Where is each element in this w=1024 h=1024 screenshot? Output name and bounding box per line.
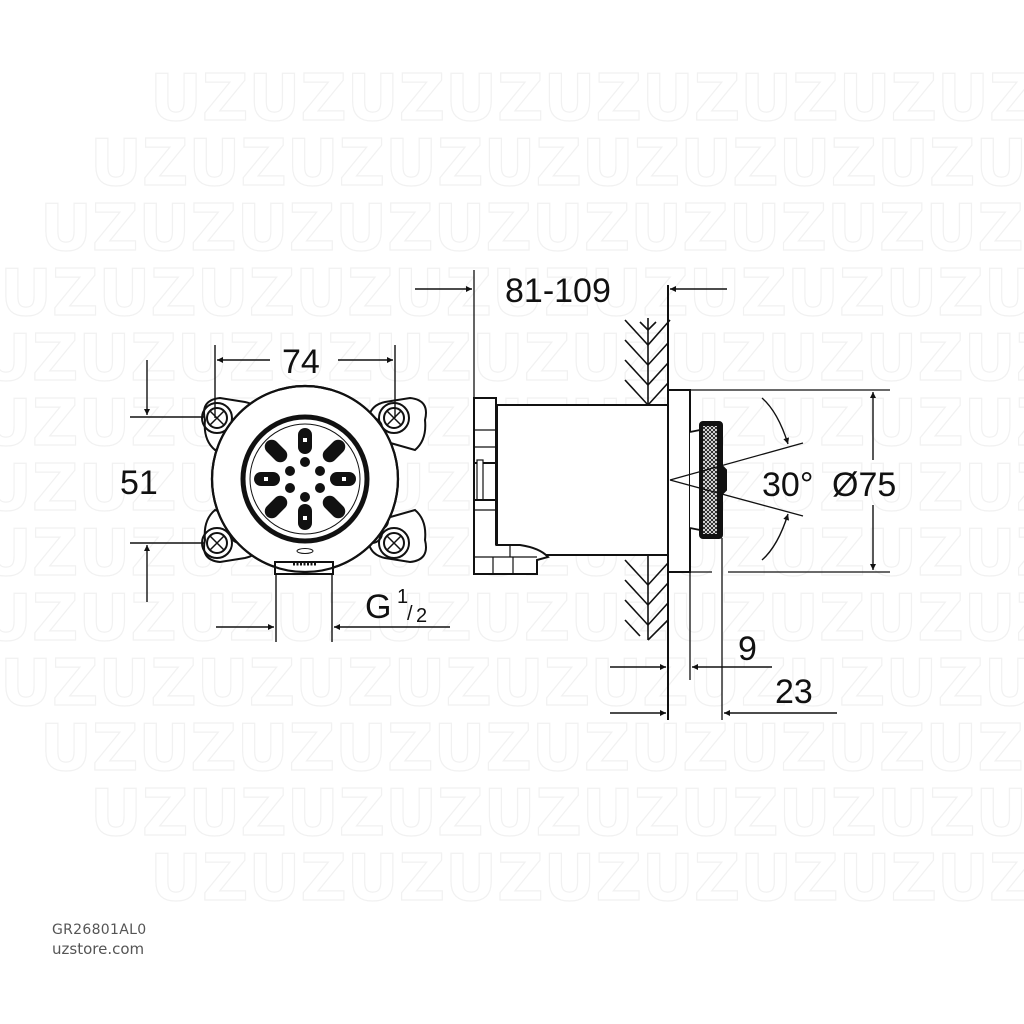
spray-angle-lines xyxy=(669,442,804,517)
nozzle-highlights xyxy=(264,438,346,520)
spray-nozzles-outer xyxy=(254,428,356,530)
dimension-wall-range: 81-109 xyxy=(505,272,611,310)
brand-logo xyxy=(293,548,317,566)
nozzle-ring xyxy=(240,414,370,544)
dimension-diameter: Ø75 xyxy=(832,466,896,504)
store-website: uzstore.com xyxy=(52,940,145,958)
footer: GR26801AL0 uzstore.com xyxy=(52,921,146,959)
connection-thread-numerator: 1 xyxy=(397,586,408,608)
connection-thread-denominator: 2 xyxy=(416,605,427,627)
dimension-width-74: 74 xyxy=(282,343,320,381)
shower-head xyxy=(689,421,727,539)
spray-nozzles-inner xyxy=(285,457,325,502)
dimension-spray-angle: 30° xyxy=(762,466,813,504)
wall-section-hatch xyxy=(624,318,671,641)
connection-thread-label: G xyxy=(365,588,391,626)
product-code: GR26801AL0 xyxy=(52,922,147,938)
dimension-height-51: 51 xyxy=(120,464,158,502)
connection-thread-slash: / xyxy=(407,603,413,625)
dimension-total-depth: 23 xyxy=(775,673,813,711)
dimension-plate-depth: 9 xyxy=(738,630,757,668)
rough-in-body xyxy=(473,397,669,575)
side-view xyxy=(473,270,890,720)
front-view xyxy=(201,384,427,575)
side-view-extension-lines xyxy=(473,270,890,720)
side-view-dimensions xyxy=(415,286,876,716)
front-view-dimensions xyxy=(130,345,450,642)
